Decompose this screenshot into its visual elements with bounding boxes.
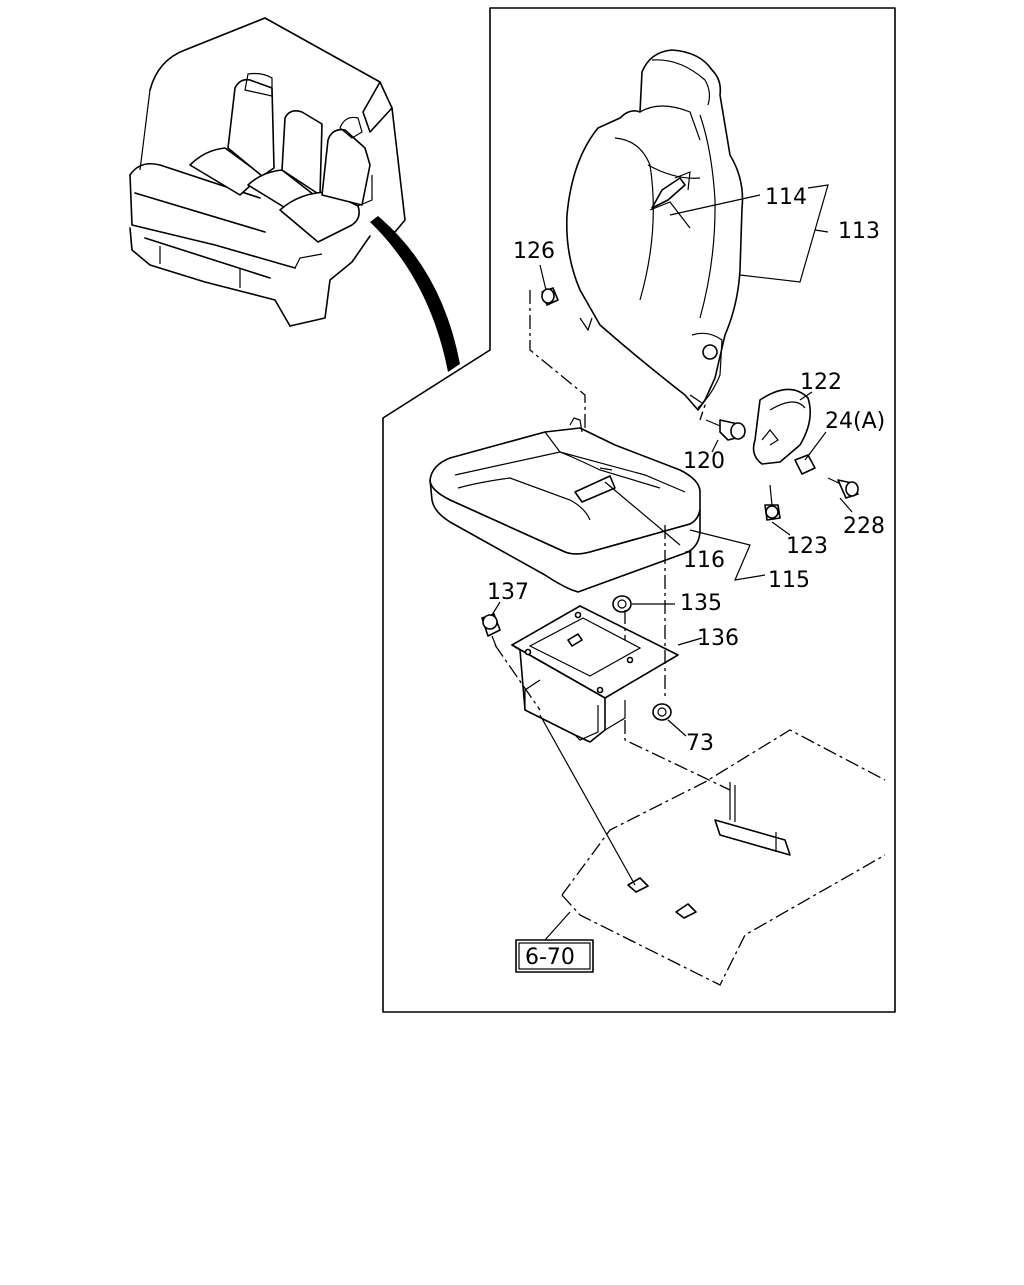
callout-115: 115	[768, 568, 810, 593]
leader-lines	[491, 184, 853, 941]
cab-floor	[561, 729, 886, 986]
cab-overview	[129, 17, 406, 327]
callout-114: 114	[765, 185, 807, 210]
callout-24a: 24(A)	[825, 409, 885, 434]
seat-bracket	[511, 605, 679, 743]
callout-116: 116	[683, 548, 725, 573]
nut-73	[652, 703, 672, 721]
callout-228: 228	[843, 514, 885, 539]
pointer-arrow	[370, 216, 460, 372]
callout-135: 135	[680, 591, 722, 616]
callout-113: 113	[838, 219, 880, 244]
bolt-123	[764, 484, 781, 521]
callout-122: 122	[800, 370, 842, 395]
bolt-120	[705, 419, 746, 441]
seat-cushion	[429, 417, 701, 593]
callout-120: 120	[683, 449, 725, 474]
callout-73: 73	[686, 731, 714, 756]
callout-137: 137	[487, 580, 529, 605]
clip-24a	[794, 454, 816, 475]
reference-box: 6-70	[515, 939, 594, 973]
nut-135	[612, 595, 632, 613]
bolt-228	[827, 477, 859, 499]
assembly-lines	[494, 290, 731, 886]
bolt-126	[541, 287, 559, 306]
callout-labels: 114 113 126 122 24(A) 120 228 123 116 11…	[487, 185, 885, 756]
callout-126: 126	[513, 239, 555, 264]
callout-136: 136	[697, 626, 739, 651]
reference-label: 6-70	[525, 945, 575, 970]
detail-frame	[382, 7, 896, 1013]
callout-123: 123	[786, 534, 828, 559]
bolt-137	[481, 613, 501, 647]
cover-122	[752, 388, 811, 465]
seat-back	[565, 49, 744, 411]
